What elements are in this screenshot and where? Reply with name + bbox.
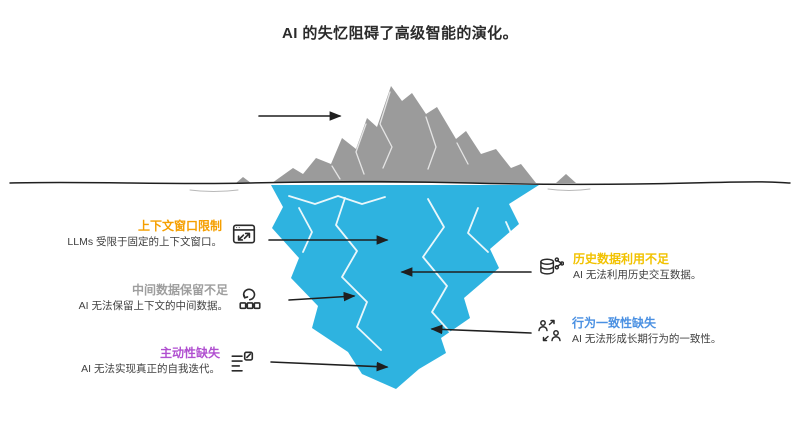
callout-desc: AI 无法实现真正的自我迭代。: [81, 363, 220, 376]
task-edit-icon: [231, 351, 254, 372]
page-title: AI 的失忆阻碍了高级智能的演化。: [282, 25, 518, 42]
iceberg-above-water: [272, 86, 536, 183]
waterline: [9, 180, 791, 186]
pointer-arrows: [258, 111, 532, 372]
callout-title: 主动性缺失: [159, 346, 220, 360]
callout-title: 历史数据利用不足: [573, 252, 670, 266]
callout-history-data: 历史数据利用不足 AI 无法利用历史交互数据。: [537, 252, 701, 283]
iceberg-below-water: [271, 185, 539, 389]
arrow-proactivity: [270, 361, 389, 372]
islet-left: [236, 177, 251, 183]
database-network-icon: [540, 257, 564, 275]
callout-desc: LLMs 受限于固定的上下文窗口。: [67, 236, 222, 249]
window-resize-icon: [232, 224, 256, 244]
callout-behavior-consistency: 行为一致性缺失 AI 无法形成长期行为的一致性。: [537, 316, 721, 347]
callout-title: 行为一致性缺失: [572, 316, 657, 330]
people-sync-icon: [538, 320, 561, 342]
water-ripples: [189, 188, 591, 192]
callout-context-window: 上下文窗口限制 LLMs 受限于固定的上下文窗口。: [67, 219, 257, 250]
callout-title: 中间数据保留不足: [131, 283, 228, 297]
islet-right: [556, 174, 576, 183]
callout-desc: AI 无法形成长期行为的一致性。: [572, 333, 722, 346]
callout-title: 上下文窗口限制: [137, 219, 222, 233]
callout-desc: AI 无法保留上下文的中间数据。: [78, 300, 228, 313]
callout-proactivity: 主动性缺失 AI 无法实现真正的自我迭代。: [81, 346, 255, 377]
callout-desc: AI 无法利用历史交互数据。: [573, 269, 702, 282]
iceberg-above-facets: [331, 91, 469, 180]
arrow-behavior: [430, 324, 532, 335]
callout-intermediate-data: 中间数据保留不足 AI 无法保留上下文的中间数据。: [79, 283, 263, 314]
data-retry-icon: [239, 288, 261, 310]
arrow-intermediate-data: [288, 291, 356, 302]
